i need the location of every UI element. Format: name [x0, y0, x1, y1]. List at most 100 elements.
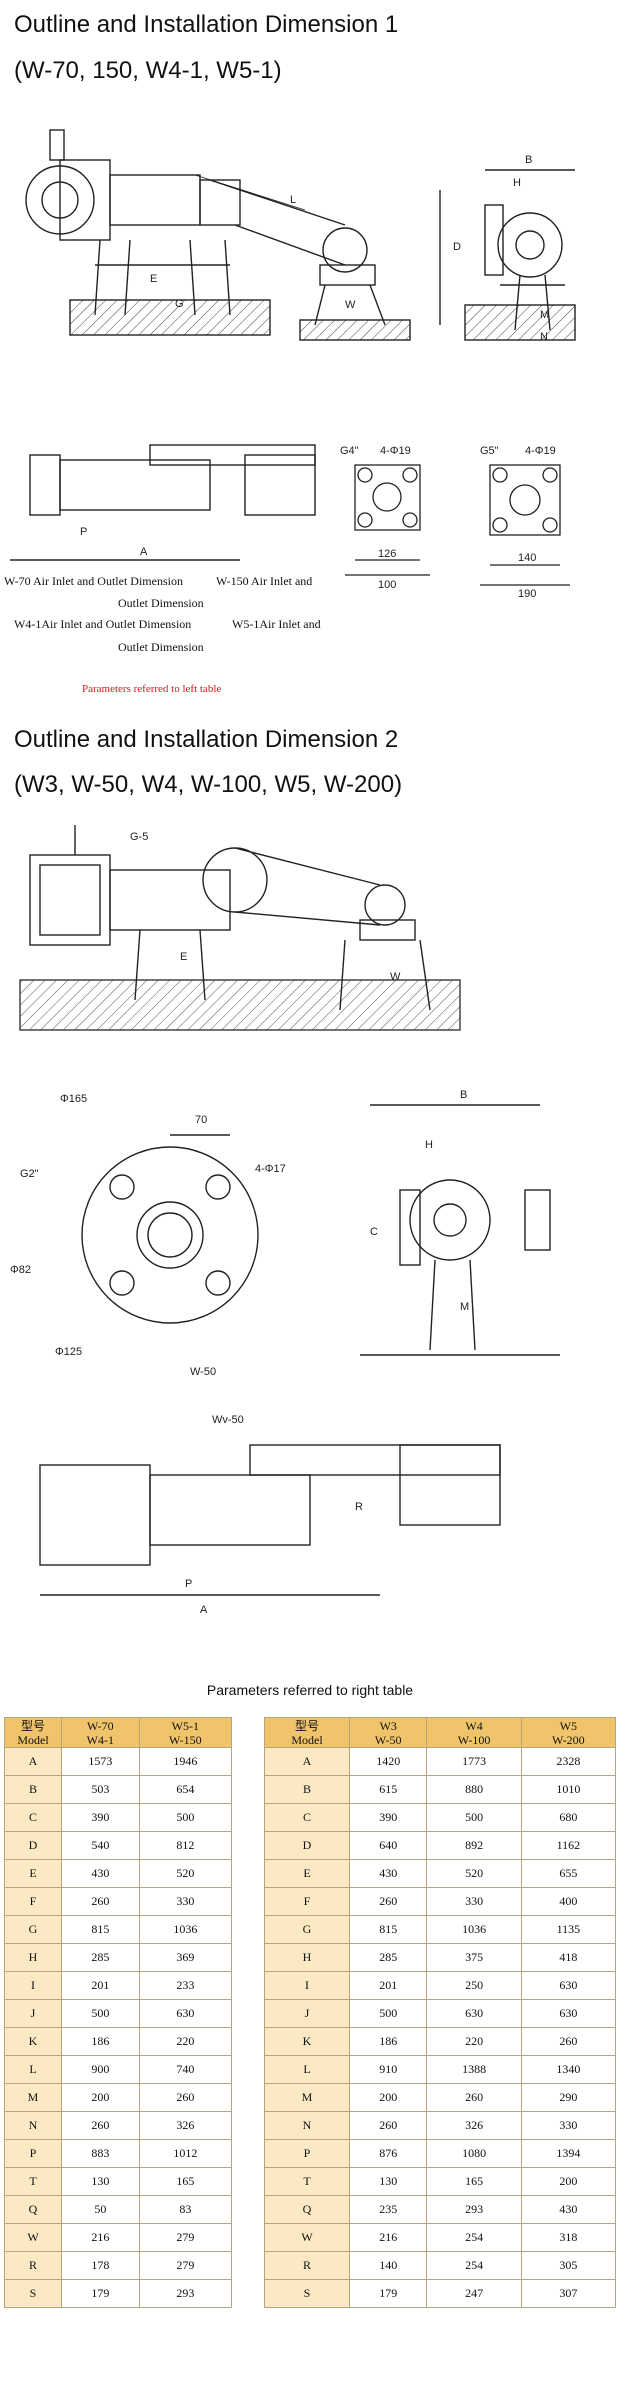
parameter-name-cell: L [264, 2055, 350, 2084]
parameter-value-cell: 235 [348, 2195, 428, 2224]
parameter-value-cell: 1420 [348, 1747, 428, 1776]
parameter-value-cell: 165 [426, 2167, 522, 2196]
parameter-value-cell: 330 [138, 1887, 233, 1916]
parameter-value-cell: 815 [348, 1915, 428, 1944]
parameter-value-cell: 500 [348, 1999, 428, 2028]
parameter-name-cell: B [4, 1775, 62, 1804]
svg-text:P: P [80, 526, 87, 538]
section2-title: Outline and Installation Dimension 2 [14, 726, 399, 753]
parameter-value-cell: 178 [61, 2251, 140, 2280]
parameter-value-cell: 200 [61, 2083, 140, 2112]
parameter-value-cell: 630 [520, 1999, 617, 2028]
parameter-value-cell: 880 [426, 1775, 522, 1804]
svg-text:G-5: G-5 [130, 831, 148, 843]
parameter-value-cell: 910 [348, 2055, 428, 2084]
caption-w41: W4-1Air Inlet and Outlet Dimension [14, 617, 192, 631]
parameter-value-cell: 186 [348, 2027, 428, 2056]
parameter-value-cell: 654 [138, 1775, 233, 1804]
parameter-value-cell: 740 [138, 2055, 233, 2084]
parameter-value-cell: 220 [138, 2027, 233, 2056]
caption-w150-line2: Outlet Dimension [118, 596, 204, 610]
parameter-value-cell: 220 [426, 2027, 522, 2056]
parameter-value-cell: 279 [138, 2223, 233, 2252]
parameter-name-cell: E [264, 1859, 350, 1888]
svg-text:H: H [513, 177, 521, 189]
flange-w50-drawing: Φ165 70 G2" 4-Φ17 Φ82 Φ125 W-50 [0, 1075, 320, 1385]
parameter-value-cell: 400 [520, 1887, 617, 1916]
section1-title: Outline and Installation Dimension 1 [14, 11, 399, 38]
svg-text:W-50: W-50 [190, 1366, 216, 1378]
parameter-value-cell: 279 [138, 2251, 233, 2280]
parameter-value-cell: 201 [348, 1971, 428, 2000]
svg-text:G5": G5" [480, 445, 499, 457]
parameter-name-cell: I [4, 1971, 62, 2000]
parameter-value-cell: 293 [426, 2195, 522, 2224]
parameter-value-cell: 1135 [520, 1915, 617, 1944]
caption-w51: W5-1Air Inlet and [232, 617, 321, 631]
section2-subtitle: (W3, W-50, W4, W-100, W5, W-200) [14, 771, 403, 798]
parameter-value-cell: 216 [348, 2223, 428, 2252]
parameter-value-cell: 630 [426, 1999, 522, 2028]
parameter-value-cell: 260 [426, 2083, 522, 2112]
parameter-value-cell: 369 [138, 1943, 233, 1972]
parameter-value-cell: 1388 [426, 2055, 522, 2084]
svg-text:W: W [345, 299, 356, 311]
parameter-value-cell: 260 [520, 2027, 617, 2056]
parameter-name-cell: S [264, 2279, 350, 2308]
parameter-value-cell: 179 [61, 2279, 140, 2308]
parameter-value-cell: 130 [61, 2167, 140, 2196]
parameter-name-cell: L [4, 2055, 62, 2084]
parameter-value-cell: 201 [61, 1971, 140, 2000]
svg-text:G4": G4" [340, 445, 359, 457]
parameter-value-cell: 2328 [520, 1747, 617, 1776]
parameter-name-cell: D [4, 1831, 62, 1860]
parameter-value-cell: 305 [520, 2251, 617, 2280]
parameter-value-cell: 186 [61, 2027, 140, 2056]
parameter-value-cell: 1010 [520, 1775, 617, 1804]
parameter-value-cell: 430 [61, 1859, 140, 1888]
section1-subtitle: (W-70, 150, W4-1, W5-1) [14, 57, 282, 84]
parameter-name-cell: J [264, 1999, 350, 2028]
parameter-name-cell: J [4, 1999, 62, 2028]
parameter-name-cell: D [264, 1831, 350, 1860]
parameter-name-cell: T [264, 2167, 350, 2196]
parameter-name-cell: E [4, 1859, 62, 1888]
parameter-value-cell: 140 [348, 2251, 428, 2280]
parameter-name-cell: W [264, 2223, 350, 2252]
parameter-value-cell: 390 [61, 1803, 140, 1832]
parameter-value-cell: 520 [426, 1859, 522, 1888]
parameter-value-cell: 430 [348, 1859, 428, 1888]
svg-text:C: C [370, 1226, 378, 1238]
parameter-value-cell: 326 [426, 2111, 522, 2140]
parameter-value-cell: 260 [348, 2111, 428, 2140]
parameter-value-cell: 900 [61, 2055, 140, 2084]
svg-text:M: M [540, 309, 549, 321]
parameter-name-cell: R [264, 2251, 350, 2280]
parameter-value-cell: 330 [426, 1887, 522, 1916]
parameter-value-cell: 290 [520, 2083, 617, 2112]
svg-text:P: P [185, 1578, 192, 1590]
svg-text:B: B [525, 154, 532, 166]
parameter-value-cell: 680 [520, 1803, 617, 1832]
parameter-value-cell: 247 [426, 2279, 522, 2308]
parameter-value-cell: 1036 [138, 1915, 233, 1944]
